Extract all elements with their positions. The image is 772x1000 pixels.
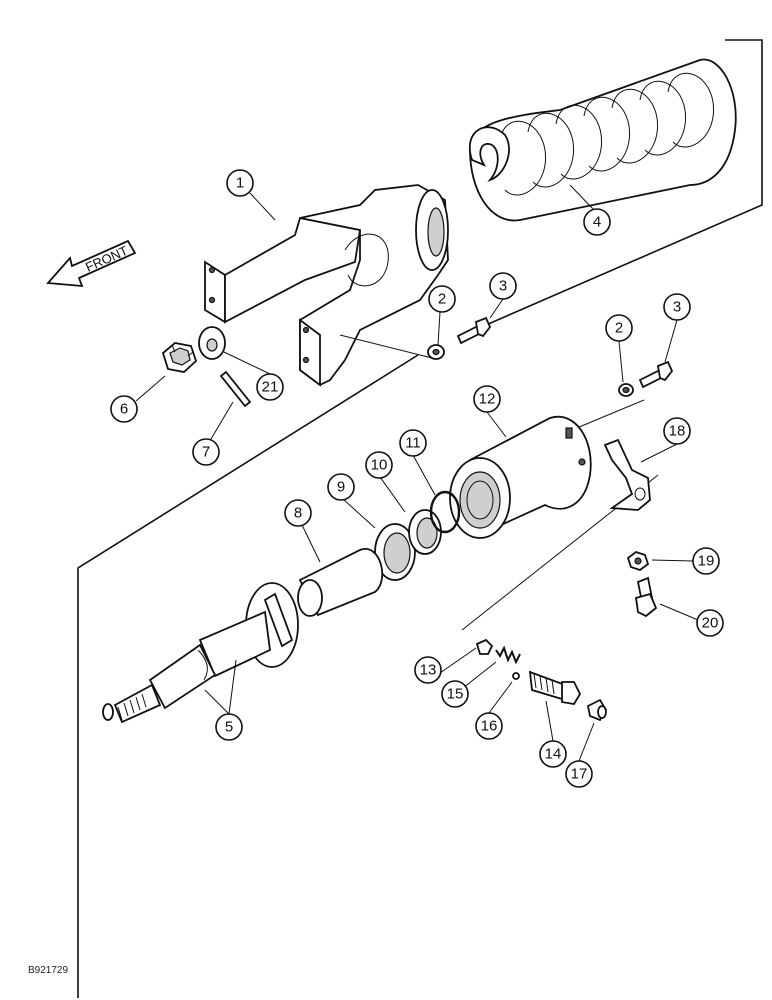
callout-3-lower: 3 bbox=[663, 293, 691, 321]
bracket-part-18 bbox=[603, 438, 651, 511]
grease-fitting-part-17 bbox=[586, 698, 608, 722]
yoke-part-1 bbox=[204, 184, 449, 387]
svg-text:16: 16 bbox=[481, 718, 498, 735]
spring-part-4 bbox=[469, 58, 737, 222]
svg-text:10: 10 bbox=[371, 457, 388, 474]
spring-part-15 bbox=[495, 645, 521, 665]
svg-text:11: 11 bbox=[405, 435, 421, 452]
leader-lines bbox=[135, 184, 699, 762]
o-ring-part-11 bbox=[429, 490, 461, 534]
callout-2-upper: 2 bbox=[428, 285, 456, 313]
callout-14: 14 bbox=[539, 740, 567, 768]
callout-18: 18 bbox=[663, 417, 691, 445]
callout-16: 16 bbox=[475, 712, 503, 740]
callout-5: 5 bbox=[215, 713, 243, 741]
pin-part-7 bbox=[219, 370, 252, 408]
svg-text:19: 19 bbox=[698, 553, 715, 570]
callout-1: 1 bbox=[226, 169, 254, 197]
svg-text:15: 15 bbox=[447, 686, 464, 703]
svg-text:8: 8 bbox=[294, 505, 302, 522]
bolt-part-3-upper bbox=[456, 316, 492, 345]
seal-ring-part-9 bbox=[374, 523, 416, 581]
svg-text:12: 12 bbox=[479, 391, 496, 408]
figure-id: B921729 bbox=[28, 965, 69, 976]
plug-part-13 bbox=[475, 638, 494, 655]
callout-19: 19 bbox=[692, 547, 720, 575]
svg-text:13: 13 bbox=[420, 662, 437, 679]
svg-text:6: 6 bbox=[120, 401, 128, 418]
svg-text:3: 3 bbox=[673, 299, 681, 316]
callout-9: 9 bbox=[327, 473, 355, 501]
callout-2-lower: 2 bbox=[605, 314, 633, 342]
callout-3-upper: 3 bbox=[489, 272, 517, 300]
castle-nut-part-6 bbox=[161, 342, 198, 373]
plunger-part-8 bbox=[297, 548, 384, 617]
bolt-part-3-lower bbox=[638, 360, 674, 389]
callout-6: 6 bbox=[110, 395, 138, 423]
nut-part-19 bbox=[626, 550, 650, 572]
bolt-part-20 bbox=[634, 576, 658, 618]
seal-ring-part-10 bbox=[408, 509, 442, 555]
lock-washer-part-2-lower bbox=[618, 383, 634, 397]
ball-part-16 bbox=[512, 672, 520, 680]
svg-text:21: 21 bbox=[262, 379, 279, 396]
cylinder-part-12 bbox=[449, 415, 592, 539]
svg-text:9: 9 bbox=[337, 479, 345, 496]
svg-text:4: 4 bbox=[593, 214, 601, 231]
callout-8: 8 bbox=[284, 499, 312, 527]
svg-text:14: 14 bbox=[545, 746, 562, 763]
svg-text:2: 2 bbox=[438, 291, 446, 308]
svg-text:3: 3 bbox=[499, 278, 507, 295]
callout-12: 12 bbox=[473, 385, 501, 413]
callout-7: 7 bbox=[192, 438, 220, 466]
svg-text:1: 1 bbox=[236, 175, 244, 192]
svg-text:17: 17 bbox=[571, 766, 588, 783]
front-label: FRONT bbox=[83, 243, 130, 275]
callout-13: 13 bbox=[414, 656, 442, 684]
svg-text:5: 5 bbox=[225, 719, 233, 736]
washer-part-21 bbox=[198, 326, 226, 360]
rod-part-5 bbox=[102, 582, 299, 724]
svg-text:20: 20 bbox=[702, 615, 719, 632]
callout-21: 21 bbox=[256, 373, 284, 401]
callout-20: 20 bbox=[696, 609, 724, 637]
front-arrow-icon: FRONT bbox=[46, 239, 137, 288]
callout-15: 15 bbox=[441, 680, 469, 708]
callout-17: 17 bbox=[565, 760, 593, 788]
valve-part-14 bbox=[528, 670, 582, 705]
callout-11: 11 bbox=[399, 429, 427, 457]
callout-4: 4 bbox=[583, 208, 611, 236]
svg-text:18: 18 bbox=[669, 423, 686, 440]
svg-text:7: 7 bbox=[202, 444, 210, 461]
svg-text:2: 2 bbox=[615, 320, 623, 337]
lock-washer-part-2-upper bbox=[427, 344, 445, 360]
callout-10: 10 bbox=[365, 451, 393, 479]
